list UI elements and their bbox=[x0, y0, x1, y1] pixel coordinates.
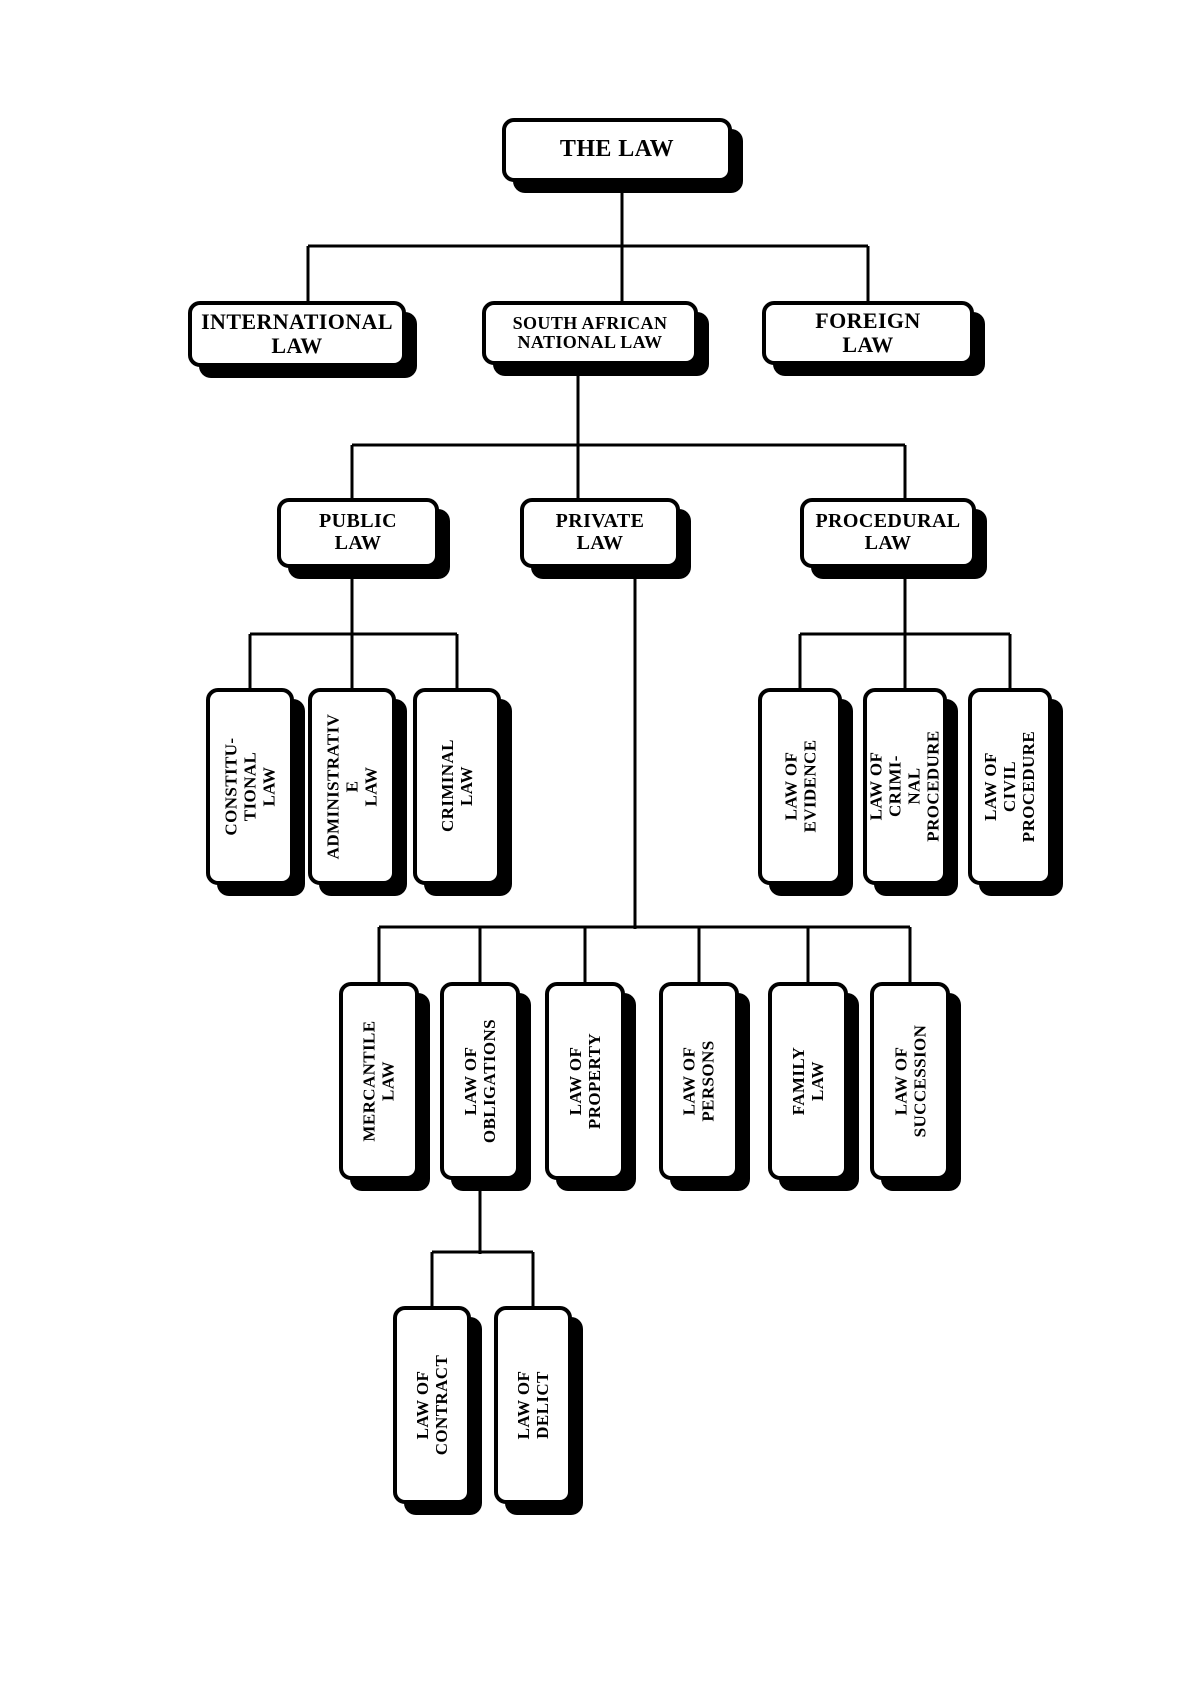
label-line: THE LAW bbox=[559, 136, 675, 163]
label-line: LAW bbox=[379, 1061, 398, 1101]
label-line: PROCEDURE bbox=[1019, 730, 1039, 843]
label-line: PERSONS bbox=[699, 1040, 718, 1122]
label-line: LAW OF bbox=[679, 1046, 699, 1116]
label-line: LAW bbox=[842, 332, 894, 357]
label-line: FAMILY bbox=[788, 1046, 808, 1116]
label-line: FOREIGN bbox=[815, 308, 921, 334]
label-line: LAW OF bbox=[565, 1046, 585, 1116]
label-line: PRIVATE bbox=[555, 510, 645, 533]
label-line: LAW bbox=[271, 333, 323, 358]
label-line: EVIDENCE bbox=[800, 740, 820, 833]
label-line: LAW OF bbox=[513, 1370, 533, 1440]
label-line: CRIMINAL LAW bbox=[437, 739, 476, 833]
constitutional-law-label: CONSTITU-TIONAL LAW bbox=[221, 737, 278, 835]
label-line: LAW bbox=[361, 766, 381, 807]
label-line: INTERNATIONAL bbox=[201, 309, 393, 335]
node-criminal-law: CRIMINAL LAW bbox=[413, 688, 501, 885]
label-line: PROPERTY bbox=[585, 1032, 605, 1130]
label-line: E bbox=[342, 780, 362, 793]
node-constitutional-law: CONSTITU-TIONAL LAW bbox=[206, 688, 294, 885]
label-line: CONSTITU- bbox=[221, 737, 241, 836]
label-line: TIONAL LAW bbox=[240, 751, 279, 822]
label-line: DELICT bbox=[533, 1371, 552, 1439]
label-line: PROCEDURAL bbox=[815, 510, 961, 533]
law-of-criminal-procedure-label: LAW OF CRIMI-NAL PROCEDURE bbox=[867, 731, 943, 842]
label-line: LAW OF CIVIL bbox=[981, 752, 1020, 821]
label-line: PUBLIC bbox=[319, 510, 397, 533]
node-the-law: THE LAW bbox=[502, 118, 732, 182]
criminal-law-label: CRIMINAL LAW bbox=[437, 739, 476, 833]
node-law-of-criminal-procedure: LAW OF CRIMI-NAL PROCEDURE bbox=[863, 688, 947, 885]
label-line: MERCANTILE bbox=[359, 1020, 379, 1142]
label-line: ADMINISTRATIV bbox=[323, 713, 343, 860]
label-line: NAL PROCEDURE bbox=[905, 730, 944, 843]
label-line: LAW bbox=[808, 1061, 827, 1101]
label-line: LAW OF bbox=[412, 1370, 432, 1440]
label-line: LAW OF bbox=[890, 1046, 910, 1116]
label-line: LAW bbox=[334, 532, 382, 554]
label-line: LAW bbox=[576, 532, 624, 554]
label-line: CONTRACT bbox=[432, 1354, 451, 1456]
label-line: LAW OF bbox=[460, 1046, 480, 1116]
label-line: NATIONAL LAW bbox=[517, 332, 663, 352]
the-law-label: THE LAW bbox=[559, 136, 675, 163]
label-line: LAW OF CRIMI- bbox=[866, 752, 905, 821]
label-line: OBLIGATIONS bbox=[480, 1018, 500, 1144]
label-line: LAW OF bbox=[780, 752, 800, 821]
label-line: SOUTH AFRICAN bbox=[512, 312, 668, 333]
label-line: LAW bbox=[864, 532, 912, 554]
label-line: SUCCESSION bbox=[910, 1024, 929, 1138]
